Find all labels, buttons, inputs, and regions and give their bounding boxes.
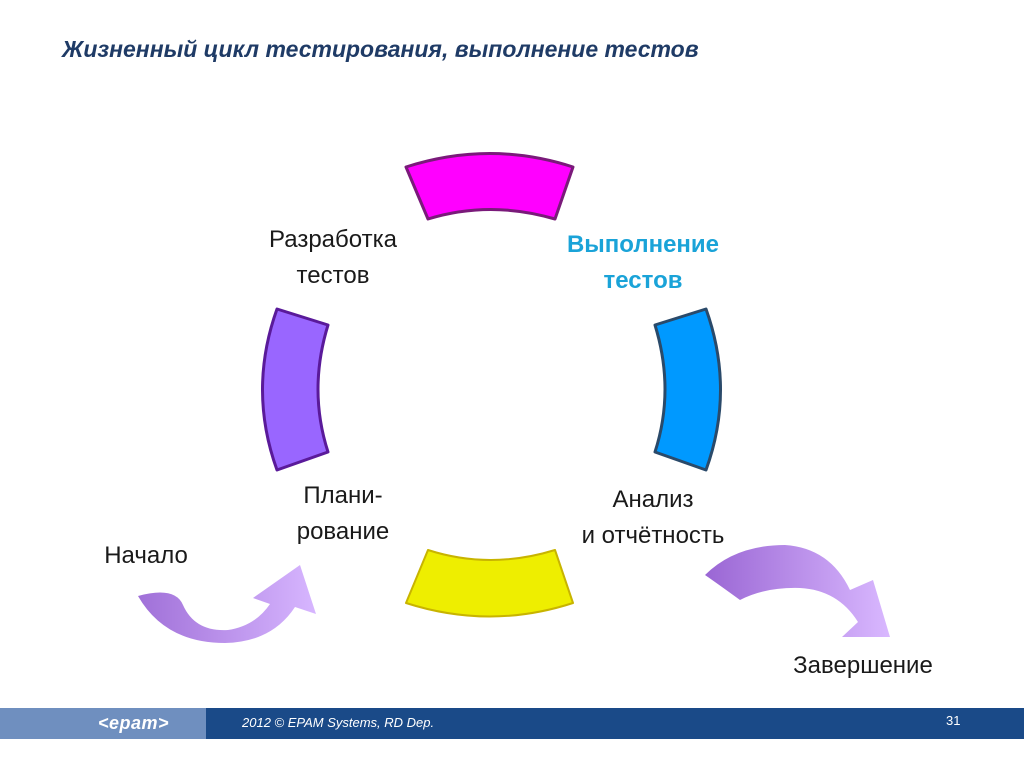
start-arrow	[138, 565, 316, 643]
label-analysis-reporting: Анализ и отчётность	[562, 482, 744, 554]
label-planning-line2: рование	[296, 518, 390, 545]
label-test-development-line2: тестов	[296, 262, 370, 289]
label-test-execution-line1: Выполнение	[566, 231, 720, 258]
slide-title: Жизненный цикл тестирования, выполнение …	[62, 36, 699, 62]
label-planning: Плани- рование	[273, 478, 413, 550]
cycle-segment-bottom	[405, 549, 574, 618]
label-test-development-line1: Разработка	[269, 226, 397, 253]
label-start: Начало	[104, 542, 188, 569]
lifecycle-diagram	[138, 152, 890, 643]
epam-logo: <epam>	[98, 713, 170, 733]
end-arrow	[705, 545, 890, 637]
footer-bar: <epam> 2012 © EPAM Systems, RD Dep. 31	[0, 708, 1024, 739]
page-number: 31	[946, 713, 961, 728]
footer-info-panel	[206, 708, 1024, 739]
label-planning-line1: Плани-	[303, 482, 383, 509]
cycle-segment-right	[653, 307, 722, 472]
label-end: Завершение	[793, 652, 933, 679]
label-analysis-reporting-line2: и отчётность	[581, 522, 725, 549]
label-test-execution: Выполнение тестов	[543, 227, 743, 299]
footer-logo-panel	[0, 708, 206, 739]
cycle-segment-top	[404, 152, 575, 221]
label-analysis-reporting-line1: Анализ	[612, 486, 694, 513]
label-test-execution-line2: тестов	[603, 267, 683, 294]
footer-copyright: 2012 © EPAM Systems, RD Dep.	[242, 715, 435, 730]
cycle-segment-left	[261, 307, 330, 472]
label-test-development: Разработка тестов	[248, 222, 418, 294]
